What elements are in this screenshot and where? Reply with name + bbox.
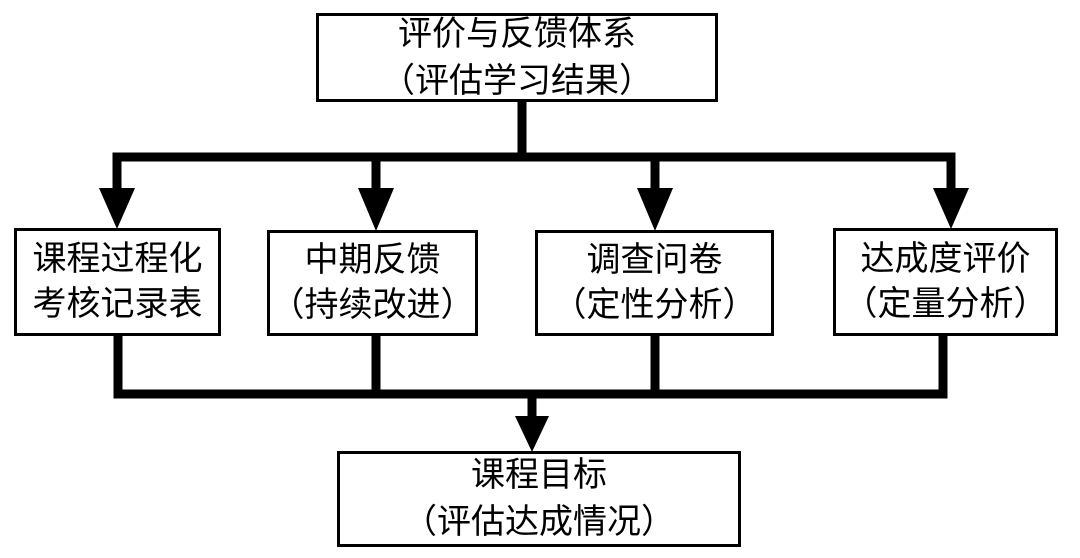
arrow-down-4 bbox=[933, 188, 969, 229]
process-assessment-record-box: 课程过程化 考核记录表 bbox=[14, 228, 221, 336]
evaluation-feedback-system-box: 评价与反馈体系 （评估学习结果） bbox=[316, 13, 718, 102]
bottom-box-subtitle: （评估达成情况） bbox=[403, 502, 675, 542]
top-box-subtitle: （评估学习结果） bbox=[381, 60, 653, 101]
top-box-title: 评价与反馈体系 bbox=[398, 13, 636, 54]
box-4-line-2: （定量分析） bbox=[843, 284, 1048, 324]
box-2-line-1: 中期反馈 bbox=[304, 240, 441, 281]
arrow-down-1 bbox=[99, 188, 135, 229]
arrow-down-2 bbox=[358, 188, 394, 231]
arrow-down-bottom bbox=[515, 416, 549, 452]
box-1-line-2: 考核记录表 bbox=[32, 284, 203, 324]
survey-questionnaire-box: 调查问卷 （定性分析） bbox=[535, 230, 774, 336]
box-2-line-2: （持续改进） bbox=[270, 285, 475, 325]
box-3-line-2: （定性分析） bbox=[552, 285, 757, 325]
box-3-line-1: 调查问卷 bbox=[586, 240, 723, 281]
box-1-line-1: 课程过程化 bbox=[32, 239, 203, 280]
attainment-evaluation-box: 达成度评价 （定量分析） bbox=[833, 228, 1058, 336]
midterm-feedback-box: 中期反馈 （持续改进） bbox=[267, 230, 478, 336]
course-objectives-box: 课程目标 （评估达成情况） bbox=[337, 451, 741, 547]
bottom-box-title: 课程目标 bbox=[471, 455, 607, 496]
arrow-down-3 bbox=[637, 188, 673, 231]
box-4-line-1: 达成度评价 bbox=[860, 239, 1031, 280]
